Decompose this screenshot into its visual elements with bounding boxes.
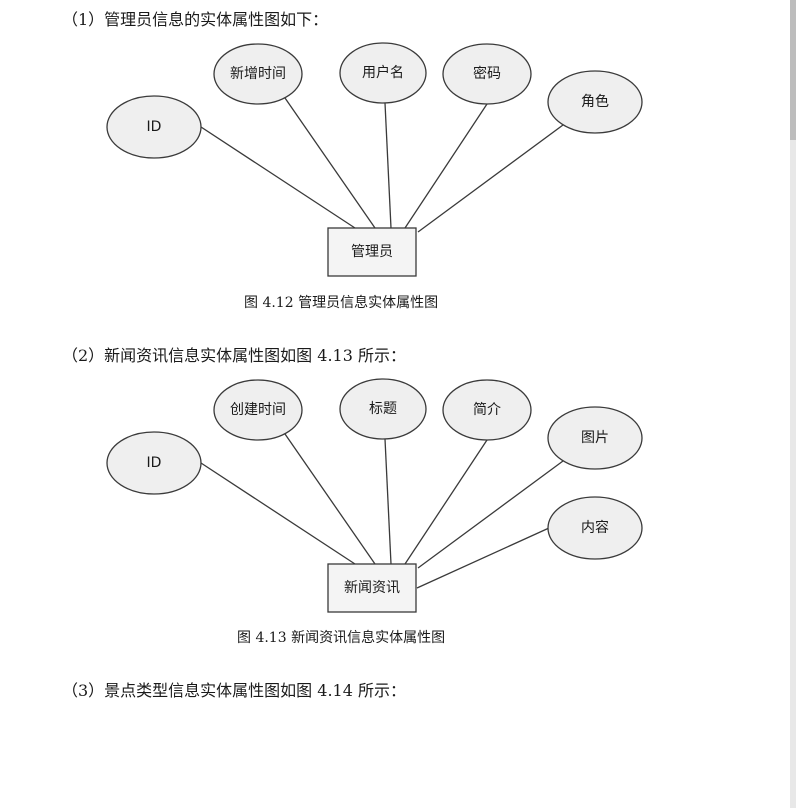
- attribute-ellipse: [547, 496, 643, 560]
- attribute-ellipse: [213, 43, 303, 105]
- connector-line: [200, 126, 356, 229]
- attribute-label: 内容: [581, 519, 609, 536]
- attribute-label: 新增时间: [230, 66, 286, 82]
- attribute-ellipse: [442, 43, 532, 105]
- entity-label: 管理员: [351, 244, 393, 260]
- figure-caption-4-13: 图 4.13 新闻资讯信息实体属性图: [237, 630, 446, 646]
- er-diagram-news: ID 创建时间 标题 简介 图片 内容 新闻资讯: [106, 378, 643, 613]
- connector-line: [200, 462, 356, 565]
- scrollbar-thumb[interactable]: [790, 0, 796, 140]
- entity-box: [327, 227, 417, 277]
- attribute-label: ID: [147, 119, 162, 135]
- connector-line: [404, 439, 488, 565]
- entity-box: [327, 563, 417, 613]
- attribute-ellipse: [106, 431, 202, 495]
- attribute-label: 简介: [473, 401, 501, 418]
- section-1-heading: （1）管理员信息的实体属性图如下：: [62, 10, 329, 29]
- attribute-label: ID: [147, 455, 162, 471]
- attribute-label: 用户名: [362, 64, 404, 81]
- connector-line: [404, 103, 488, 229]
- attribute-label: 角色: [581, 93, 609, 110]
- attribute-label: 密码: [473, 65, 501, 82]
- attribute-ellipse: [547, 70, 643, 134]
- attribute-ellipse: [339, 42, 427, 104]
- section-3-heading: （3）景点类型信息实体属性图如图 4.14 所示：: [62, 681, 406, 700]
- connector-line: [417, 460, 564, 569]
- attribute-label: 标题: [369, 401, 397, 417]
- connector-line: [384, 438, 392, 565]
- attribute-label: 创建时间: [230, 402, 286, 418]
- connector-line: [284, 433, 376, 565]
- attribute-ellipse: [106, 95, 202, 159]
- attribute-ellipse: [547, 406, 643, 470]
- connector-line: [416, 527, 550, 589]
- attribute-ellipse: [442, 379, 532, 441]
- entity-label: 新闻资讯: [344, 580, 400, 596]
- connector-line: [384, 102, 392, 229]
- connector-line: [417, 124, 564, 233]
- er-diagram-admin: ID 新增时间 用户名 密码 角色 管理员: [106, 42, 643, 277]
- vertical-scrollbar[interactable]: [790, 0, 796, 808]
- attribute-ellipse: [213, 379, 303, 441]
- connector-line: [284, 97, 376, 229]
- attribute-ellipse: [339, 378, 427, 440]
- figure-caption-4-12: 图 4.12 管理员信息实体属性图: [244, 295, 439, 311]
- section-2-heading: （2）新闻资讯信息实体属性图如图 4.13 所示：: [62, 346, 406, 365]
- attribute-label: 图片: [581, 430, 609, 446]
